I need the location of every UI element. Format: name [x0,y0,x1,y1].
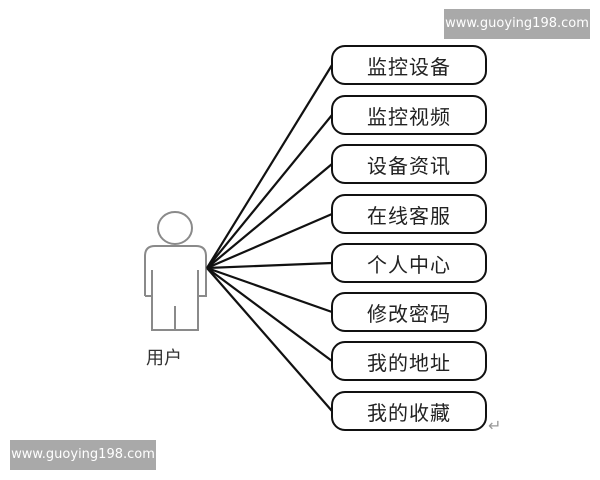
use-case-box: 我的收藏 [331,391,487,431]
use-case-box: 修改密码 [331,292,487,332]
use-case-label: 监控设备 [367,54,451,79]
use-case-label: 我的收藏 [367,400,451,425]
use-case-box: 监控视频 [331,95,487,135]
use-case-label: 个人中心 [367,252,451,277]
actor-figure-icon [144,211,207,331]
use-case-box: 在线客服 [331,194,487,234]
use-case-label: 修改密码 [367,301,451,326]
use-case-box: 设备资讯 [331,144,487,184]
association-line [206,266,333,314]
use-case-label: 设备资讯 [367,153,451,178]
actor-label: 用户 [146,348,182,369]
use-case-label: 我的地址 [367,350,451,375]
use-case-box: 个人中心 [331,243,487,283]
association-line [206,64,333,269]
association-line [206,163,333,269]
use-case-label: 在线客服 [367,203,451,228]
watermark-top: www.guoying198.com [444,9,590,39]
use-case-box: 监控设备 [331,45,487,85]
association-line [206,212,333,270]
association-line [206,114,333,269]
association-line [206,267,333,362]
return-mark-icon: ↵ [488,416,502,435]
watermark-bottom: www.guoying198.com [10,440,156,470]
use-case-label: 监控视频 [367,104,451,129]
use-case-box: 我的地址 [331,341,487,381]
association-line [206,261,333,270]
association-line [206,267,333,412]
